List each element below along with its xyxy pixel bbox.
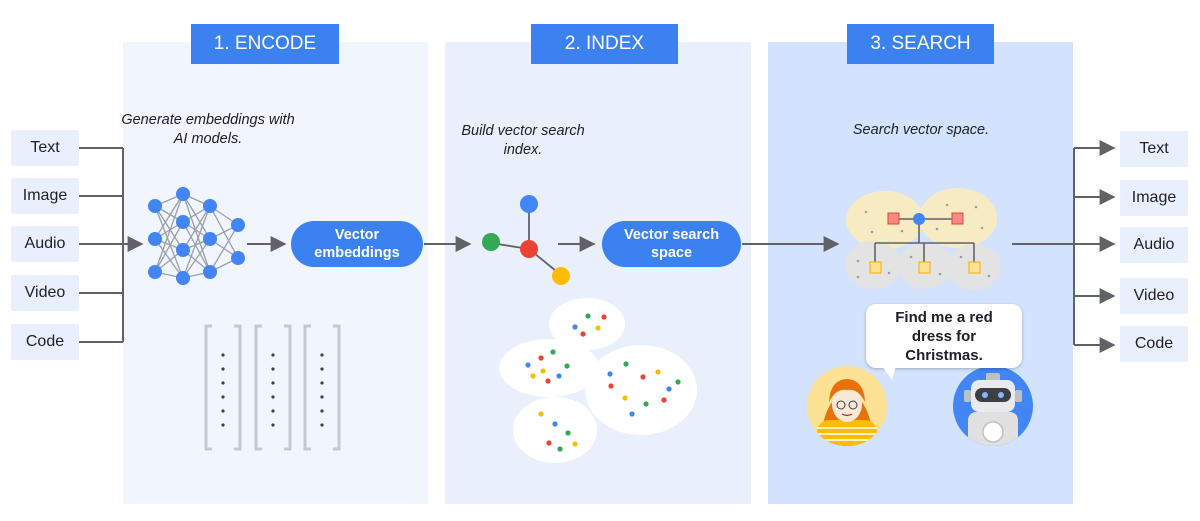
embedding-point bbox=[595, 325, 601, 331]
embedding-point bbox=[580, 331, 586, 337]
vector-dot bbox=[320, 381, 324, 385]
nn-node bbox=[203, 199, 217, 213]
vector-dot bbox=[271, 409, 275, 413]
caption-encode: Generate embeddings with AI models. bbox=[121, 112, 295, 147]
nn-node bbox=[176, 187, 190, 201]
nn-node bbox=[176, 271, 190, 285]
output-connectors bbox=[1012, 140, 1116, 353]
vector-dot bbox=[271, 367, 275, 371]
robot-avatar-icon bbox=[953, 366, 1033, 446]
vector-dot bbox=[221, 423, 225, 427]
vector-dot bbox=[320, 353, 324, 357]
embedding-point bbox=[557, 446, 563, 452]
embedding-point bbox=[525, 362, 531, 368]
embedding-point bbox=[643, 401, 649, 407]
embedding-point bbox=[564, 363, 570, 369]
stage-header-encode: 1. ENCODE bbox=[191, 24, 339, 64]
vector-space-clusters bbox=[499, 298, 697, 463]
nn-node bbox=[148, 199, 162, 213]
embedding-point bbox=[565, 430, 571, 436]
vector-dot bbox=[221, 395, 225, 399]
embedding-point bbox=[538, 355, 544, 361]
nn-node bbox=[231, 251, 245, 265]
embedding-point bbox=[629, 411, 635, 417]
embedding-point bbox=[601, 314, 607, 320]
embedding-point bbox=[545, 378, 551, 384]
stage-header-search: 3. SEARCH bbox=[847, 24, 994, 64]
caption-index: Build vector search index. bbox=[461, 123, 585, 158]
embedding-point bbox=[540, 368, 546, 374]
embedding-point bbox=[585, 313, 591, 319]
nn-node bbox=[203, 265, 217, 279]
vector-dot bbox=[320, 395, 324, 399]
nn-node bbox=[148, 232, 162, 246]
input-connectors bbox=[79, 147, 144, 343]
output-chip-code: Code bbox=[1120, 326, 1188, 362]
vector-embeddings-label: Vector embeddings bbox=[314, 227, 400, 261]
embedding-point bbox=[640, 374, 646, 380]
input-chip-text: Text bbox=[11, 130, 79, 166]
index-panel bbox=[445, 42, 751, 504]
output-chip-video: Video bbox=[1120, 278, 1188, 314]
embedding-point bbox=[572, 324, 578, 330]
embedding-point bbox=[623, 361, 629, 367]
vector-dot bbox=[271, 423, 275, 427]
embedding-point bbox=[661, 397, 667, 403]
embedding-point bbox=[572, 441, 578, 447]
vector-dot bbox=[271, 395, 275, 399]
embedding-point bbox=[622, 395, 628, 401]
vector-search-space-label: Vector search space bbox=[623, 227, 720, 261]
embedding-point bbox=[550, 349, 556, 355]
input-chip-audio: Audio bbox=[11, 226, 79, 262]
nn-node bbox=[176, 243, 190, 257]
output-chip-text: Text bbox=[1120, 131, 1188, 167]
vector-dot bbox=[271, 353, 275, 357]
output-chip-image: Image bbox=[1120, 180, 1188, 216]
vector-embeddings-pill: Vector embeddings bbox=[291, 221, 423, 267]
encode-panel bbox=[123, 42, 428, 504]
embedding-point bbox=[530, 373, 536, 379]
vector-dot bbox=[221, 409, 225, 413]
embedding-point bbox=[666, 386, 672, 392]
graph-node-icon bbox=[482, 195, 570, 285]
vector-dot bbox=[320, 423, 324, 427]
nn-node bbox=[231, 218, 245, 232]
vector-dot bbox=[271, 381, 275, 385]
input-chip-image: Image bbox=[11, 178, 79, 214]
embedding-point bbox=[552, 421, 558, 427]
embedding-point bbox=[607, 371, 613, 377]
nn-node bbox=[148, 265, 162, 279]
vector-bracket-icon bbox=[204, 324, 341, 451]
stage-header-index: 2. INDEX bbox=[531, 24, 678, 64]
user-avatar-icon bbox=[807, 366, 887, 446]
embedding-point bbox=[675, 379, 681, 385]
query-text: Find me a red dress for Christmas. bbox=[895, 308, 993, 364]
vector-dot bbox=[221, 353, 225, 357]
vector-dot bbox=[221, 381, 225, 385]
embedding-point bbox=[608, 383, 614, 389]
input-chip-video: Video bbox=[11, 275, 79, 311]
vector-dot bbox=[320, 409, 324, 413]
output-chip-audio: Audio bbox=[1120, 227, 1188, 263]
speech-bubble-tail bbox=[882, 366, 896, 380]
neural-network-icon bbox=[148, 187, 245, 285]
input-chip-code: Code bbox=[11, 324, 79, 360]
query-speech-bubble: Find me a red dress for Christmas. bbox=[866, 304, 1022, 368]
embedding-point bbox=[538, 411, 544, 417]
vector-dot bbox=[320, 367, 324, 371]
vector-search-space-pill: Vector search space bbox=[602, 221, 741, 267]
caption-search: Search vector space. bbox=[852, 122, 990, 138]
embedding-point bbox=[546, 440, 552, 446]
nn-node bbox=[203, 232, 217, 246]
embedding-point bbox=[655, 369, 661, 375]
vector-dot bbox=[221, 367, 225, 371]
cluster-tree-icon bbox=[845, 188, 1001, 290]
nn-node bbox=[176, 215, 190, 229]
embedding-point bbox=[556, 373, 562, 379]
